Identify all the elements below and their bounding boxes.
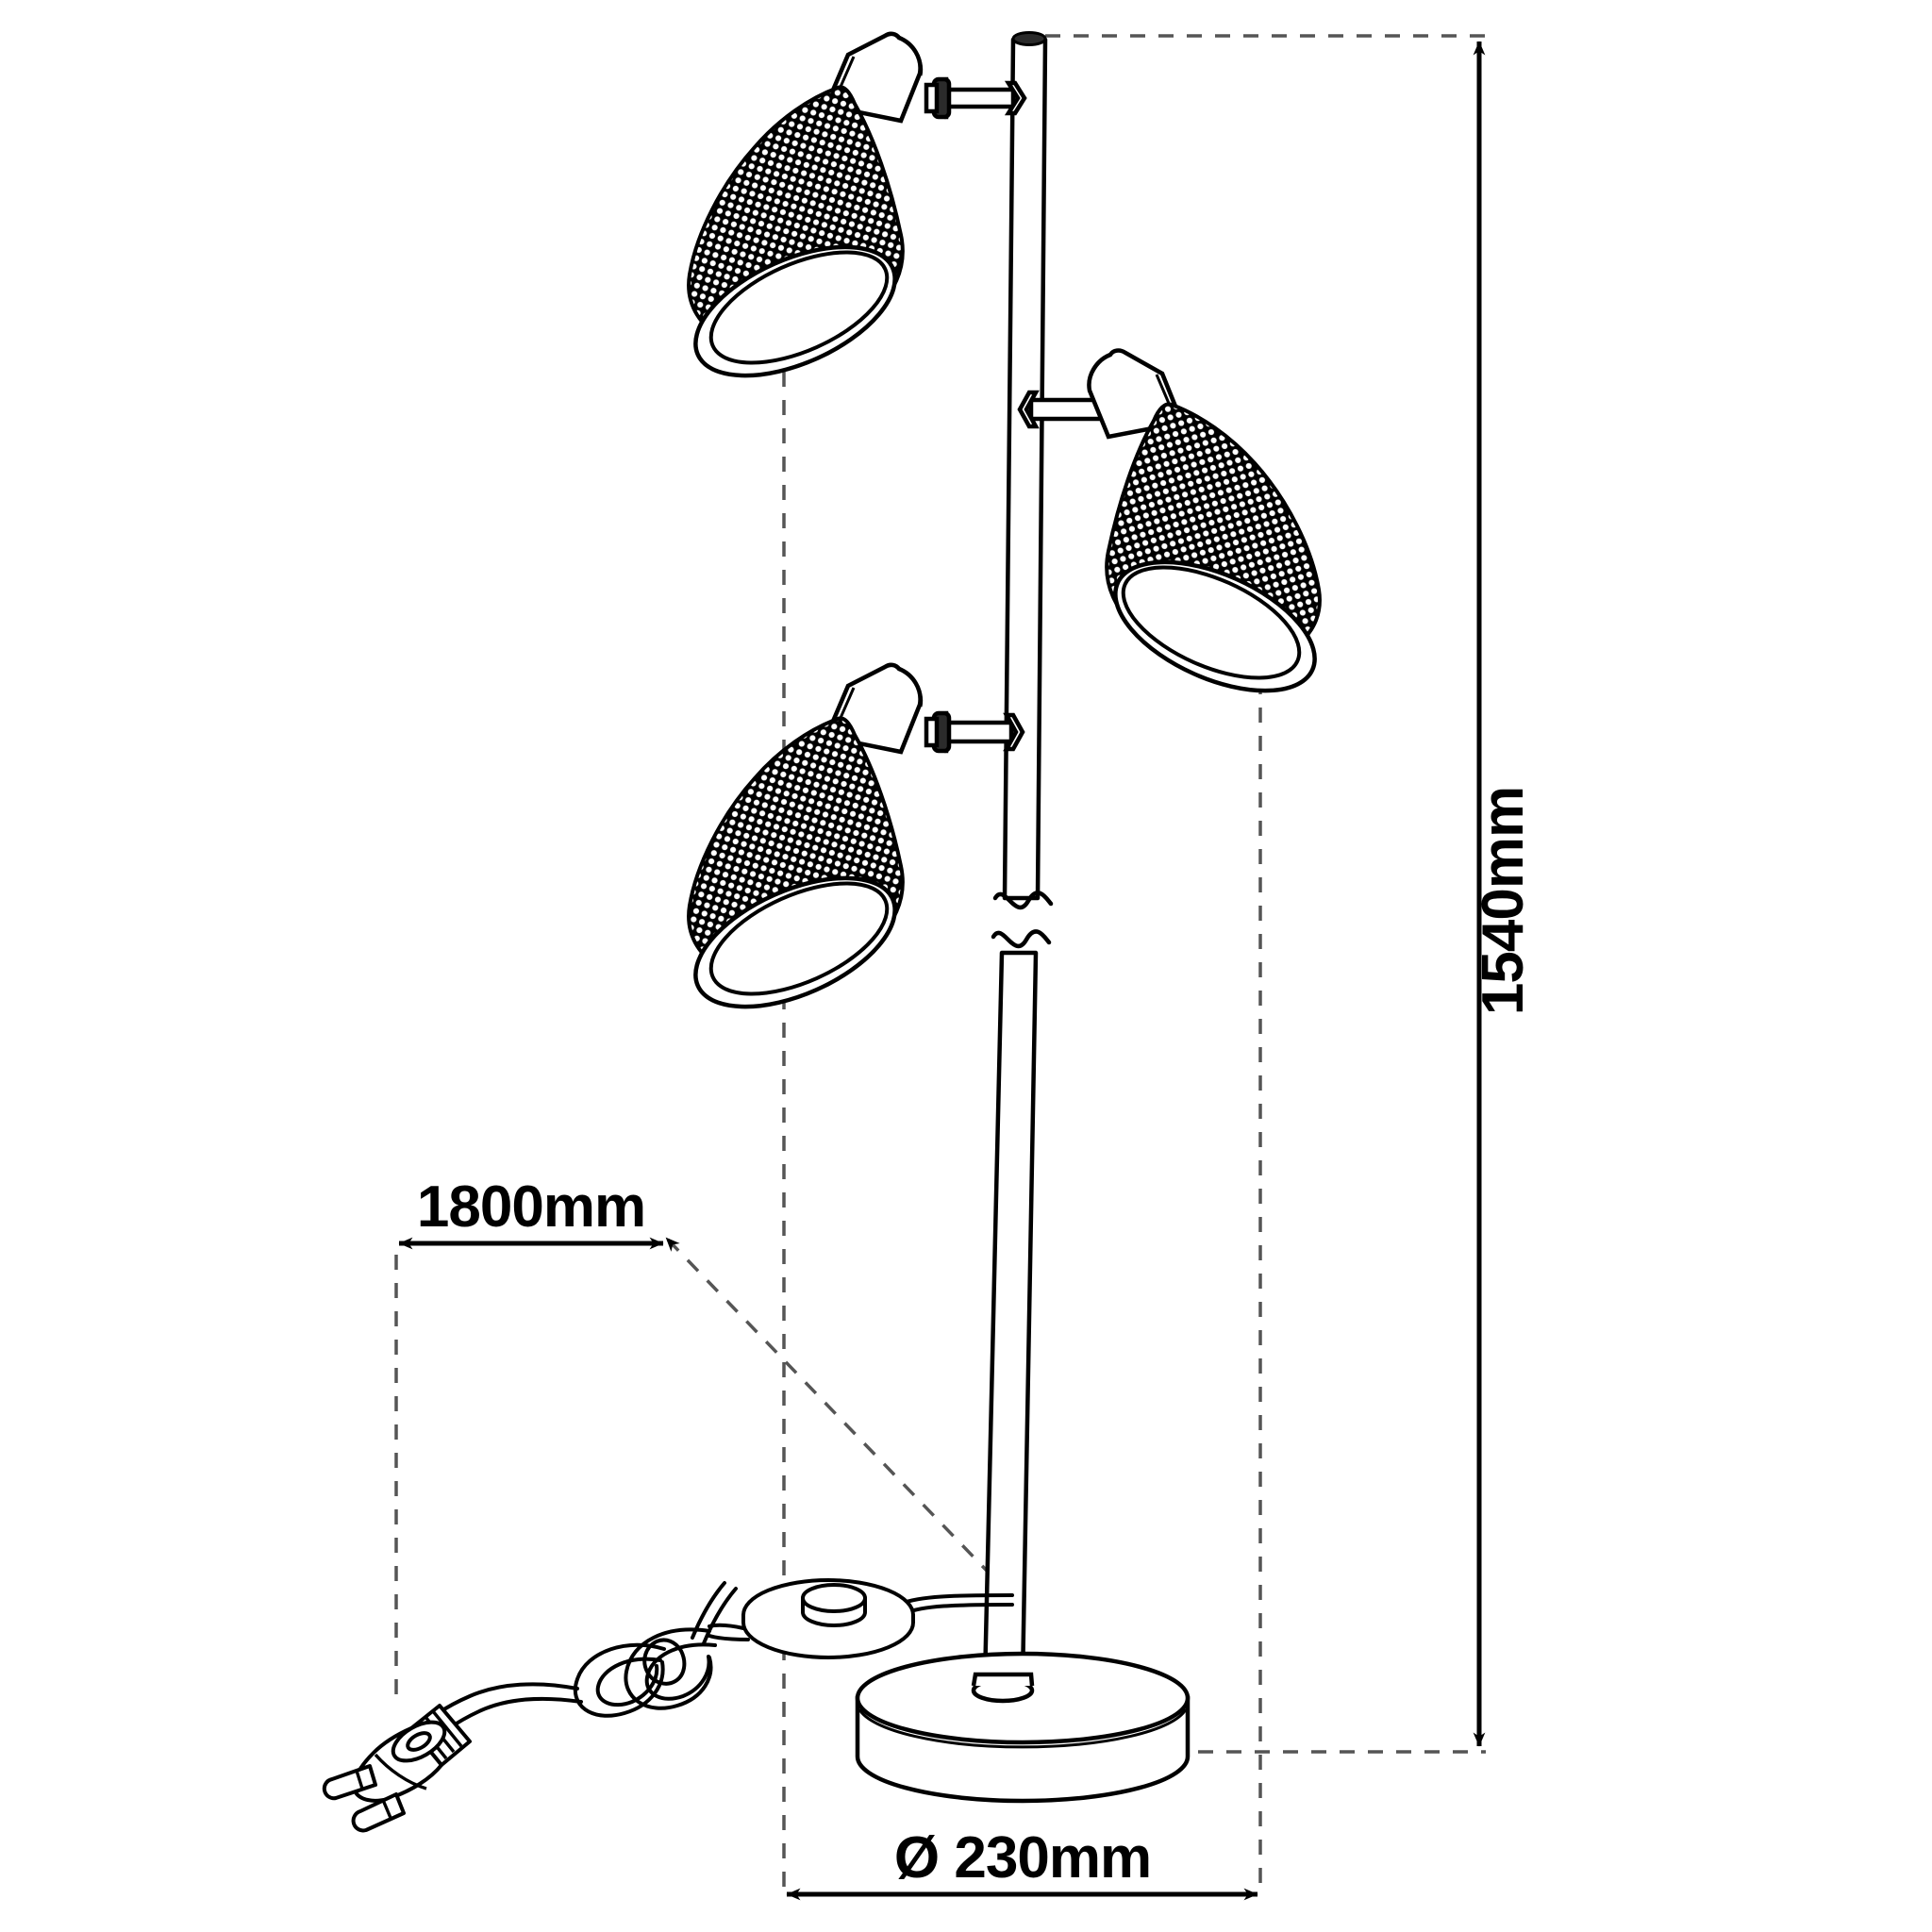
arm-lower	[924, 710, 1025, 754]
plug-pin-1-collar	[355, 1770, 364, 1790]
head-top-neck-rim	[892, 32, 924, 76]
pole-upper	[1002, 37, 1048, 901]
cord-switch-to-bundle-b	[708, 1634, 750, 1641]
plug-housing-edge	[374, 1753, 427, 1790]
head-lower-shade	[687, 716, 905, 1009]
plug	[322, 1704, 472, 1833]
base	[855, 1651, 1191, 1804]
pole-collar-body	[971, 1672, 1035, 1687]
leader-line-cord	[664, 1236, 1014, 1599]
extension-lines	[394, 34, 1486, 1887]
head-middle-shade	[1105, 402, 1322, 693]
head-middle-neck-rim	[1087, 349, 1117, 393]
break-curve-lower	[991, 929, 1052, 949]
head-lower-aperture-inner	[708, 881, 890, 996]
cord-bundle-right-loop-1	[624, 1627, 713, 1710]
head-lower-neck-rim	[892, 663, 924, 708]
pole	[982, 31, 1048, 1684]
arm-top	[924, 76, 1027, 120]
break-curve-upper	[992, 891, 1054, 910]
cord-assembly	[411, 1578, 1014, 1749]
dimension-cord: 1800mm	[398, 1174, 664, 1250]
plug-pin-2-collar	[381, 1799, 392, 1819]
foot-switch-button[interactable]	[801, 1583, 867, 1613]
cord-bundle-tail-up	[691, 1581, 726, 1640]
dimension-height: 1540mm	[1471, 41, 1536, 1747]
cord-bundle	[574, 1581, 738, 1718]
dimension-base-diameter: Ø 230mm	[786, 1825, 1258, 1901]
cord-bundle-tail-up2	[702, 1587, 738, 1645]
pole-lower	[982, 950, 1039, 1684]
plug-rib-3	[431, 1709, 463, 1748]
arm-lower-body	[945, 720, 1014, 744]
plug-pin-2	[351, 1792, 406, 1833]
head-top-shade	[687, 85, 905, 378]
head-lower	[687, 662, 1025, 1009]
foot-switch[interactable]	[741, 1578, 915, 1659]
foot-switch-side[interactable]	[741, 1613, 915, 1659]
arm-middle-bracket	[1017, 390, 1040, 429]
plug-face-dot	[406, 1731, 432, 1752]
head-middle	[1017, 348, 1322, 693]
base-rim	[858, 1708, 1188, 1749]
cord-bundle-knot	[642, 1638, 687, 1686]
plug-pin-1	[322, 1764, 377, 1801]
cord-bundle-right-loop-2	[644, 1642, 717, 1701]
arm-top-knuckle	[924, 82, 940, 114]
arm-lower-bracket	[1003, 712, 1025, 752]
cord-switch-to-bundle-a	[708, 1623, 745, 1630]
pole-top-cap	[1011, 31, 1047, 46]
arm-top-bracket	[1004, 80, 1027, 116]
head-middle-aperture-inner	[1121, 565, 1302, 680]
arm-lower-knuckle	[924, 716, 940, 748]
dimension-height-label: 1540mm	[1471, 787, 1536, 1015]
dimension-cord-label: 1800mm	[417, 1174, 645, 1240]
head-top-aperture-inner	[708, 250, 890, 365]
break-symbol	[991, 891, 1054, 949]
cord-bundle-left-loop-1	[574, 1642, 666, 1718]
dimension-base-label: Ø 230mm	[894, 1825, 1151, 1890]
arm-top-body	[945, 87, 1016, 109]
cord-bundle-left-loop-2	[595, 1657, 662, 1707]
head-top	[687, 31, 1027, 378]
